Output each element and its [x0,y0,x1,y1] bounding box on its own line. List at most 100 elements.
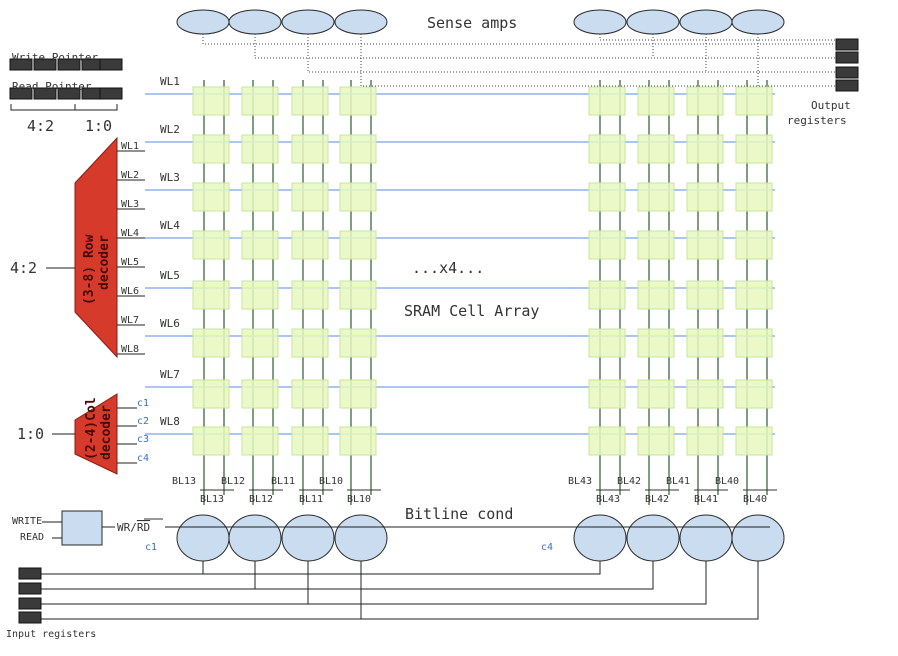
sram-cell [192,230,230,260]
sram-cell [686,426,724,456]
sram-cell [291,426,329,456]
sense-amp [626,9,680,35]
sram-cell [735,182,773,212]
sram-cell [339,230,377,260]
col-decoder [74,393,118,475]
sense-amps-label: Sense amps [427,14,517,32]
wr-rd-control-block [61,510,103,546]
input-registers-label: Input registers [6,629,96,640]
sram-cell [241,426,279,456]
write-pointer-label: Write Pointer [12,51,98,64]
bitline-bar-label: BL42 [645,494,669,505]
sram-cell [735,230,773,260]
bitline-label: BL13 [172,476,196,487]
sense-amp [176,9,230,35]
bitline-cond-label: Bitline cond [405,505,513,523]
sram-cell [637,379,675,409]
wr-rd-bar: RD [137,521,150,534]
sram-cell [686,328,724,358]
bitline-bar-label: BL41 [694,494,718,505]
wr-rd-label: WR/RD [117,521,150,534]
sram-cell [339,134,377,164]
bitline-label: BL40 [715,476,739,487]
read-pointer [9,87,123,100]
sram-cell [291,379,329,409]
sram-cell [291,182,329,212]
col-select-label: c2 [137,416,149,427]
sram-cell [339,426,377,456]
sram-cell [686,280,724,310]
sram-cell [192,328,230,358]
array-label: SRAM Cell Array [404,302,539,320]
wr-rd-prefix: WR/ [117,521,137,534]
sram-cell [339,379,377,409]
sram-cell [291,280,329,310]
bitline-label: BL10 [319,476,343,487]
bitline-label: BL42 [617,476,641,487]
wordline-label: WL2 [160,123,180,136]
sram-cell [291,134,329,164]
bitline-cond-amp [731,514,785,562]
sram-cell [291,230,329,260]
sense-amp-routing [202,34,835,87]
sram-cell [241,280,279,310]
sram-cell [241,328,279,358]
sram-cell [735,134,773,164]
bitline-label: BL41 [666,476,690,487]
bitline-bar-label: BL10 [347,494,371,505]
wordline-label: WL4 [160,219,180,232]
sram-cell [339,328,377,358]
row-decoder-label-2: decoder [97,235,112,290]
bitline-cond-amp [626,514,680,562]
row-decoder-output-label: WL2 [121,170,139,181]
wordline-label: WL8 [160,415,180,428]
sram-cell-array [145,80,775,505]
sram-cell [339,182,377,212]
pointer-brackets [10,104,118,111]
read-label: READ [20,532,44,543]
row-decoder-output-label: WL4 [121,228,139,239]
write-pointer [9,58,123,71]
sense-amp [228,9,282,35]
sram-cell [588,280,626,310]
col-decoder-outputs [117,407,137,464]
row-decoder [74,136,118,359]
col-select-label: c3 [137,434,149,445]
bitline-bar-label: BL40 [743,494,767,505]
sram-cell [339,280,377,310]
input-register [18,567,42,580]
wordline-label: WL7 [160,368,180,381]
col-decoder-output-labels: c1 c2 c3 c4 [137,398,149,464]
sram-cell [637,134,675,164]
sram-cell [339,86,377,116]
sram-cell [637,86,675,116]
sense-amp [334,9,388,35]
sram-cell [735,426,773,456]
c4-label: c4 [541,542,553,553]
output-registers-label-1: Output [811,99,851,112]
sram-cell [192,379,230,409]
row-decoder-output-label: WL3 [121,199,139,210]
sram-cell [735,328,773,358]
col-select-label: c4 [137,453,149,464]
sense-amp [281,9,335,35]
row-decoder-input-label: 4:2 [10,259,37,277]
sram-cell [588,426,626,456]
sram-cell [735,86,773,116]
sram-cell [241,379,279,409]
sram-cell [192,280,230,310]
wordline-label: WL1 [160,75,180,88]
pointer-bits-hi: 4:2 [27,117,54,135]
read-pointer-label: Read Pointer [12,80,92,93]
sram-cell [637,426,675,456]
input-routing [41,561,759,620]
sram-cell [588,379,626,409]
sram-cell [637,230,675,260]
row-decoder-output-label: WL6 [121,286,139,297]
output-register [835,51,859,64]
row-decoder-output-label: WL7 [121,315,139,326]
sram-cell [192,426,230,456]
output-register [835,79,859,92]
